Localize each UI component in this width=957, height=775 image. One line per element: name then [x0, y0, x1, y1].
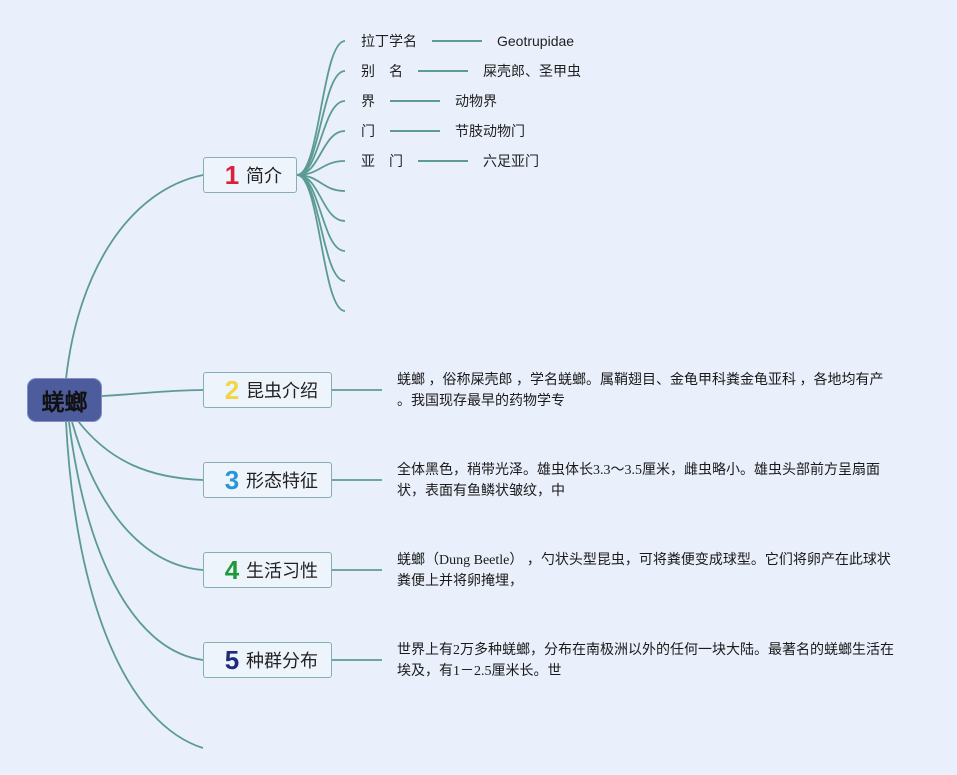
topic-label: 生活习性	[246, 561, 318, 581]
text-line: 全体黑色，稍带光泽。雄虫体长3.3～3.5厘米，雌虫略小。雄虫头部前方呈扇面	[397, 463, 880, 478]
topic-node-insect-intro[interactable]: 2 昆虫介绍	[203, 372, 332, 408]
subtopic-subphylum[interactable]: 亚 门 六足亚门	[361, 151, 539, 171]
subtopic-key: 界	[361, 93, 375, 109]
subtopic-connector-line	[432, 40, 482, 42]
topic-text-habits[interactable]: 蜣螂（Dung Beetle） ，勺状头型昆虫，可将粪便变成球型。它们将卵产在此…	[397, 550, 891, 592]
text-line: 。我国现存最早的药物学专	[397, 394, 565, 409]
topic-number-icon: 4	[224, 555, 240, 585]
topic-text-distribution[interactable]: 世界上有2万多种蜣螂，分布在南极洲以外的任何一块大陆。最著名的蜣螂生活在 埃及，…	[397, 640, 894, 682]
topic-number-icon: 5	[224, 645, 240, 675]
topic-node-habits[interactable]: 4 生活习性	[203, 552, 332, 588]
topic-node-intro[interactable]: 1 简介	[203, 157, 297, 193]
topic-label: 简介	[246, 166, 282, 186]
text-line: 埃及，有1－2.5厘米长。世	[397, 664, 562, 679]
subtopic-value: 屎壳郎、圣甲虫	[483, 63, 581, 79]
subtopic-latin-name[interactable]: 拉丁学名 Geotrupidae	[361, 31, 574, 51]
central-topic-label: 蜣螂	[41, 389, 88, 415]
subtopic-connector-line	[418, 70, 468, 72]
subtopic-branch-line	[296, 100, 346, 176]
text-line: 世界上有2万多种蜣螂，分布在南极洲以外的任何一块大陆。最著名的蜣螂生活在	[397, 643, 894, 658]
connector-central-to-topic-2	[101, 389, 204, 397]
subtopic-connector-line	[390, 130, 440, 132]
topic-number-icon: 3	[224, 465, 240, 495]
text-line: 蜣螂 ，俗称屎壳郎 ，学名蜣螂。属鞘翅目、金龟甲科粪金龟亚科 ，各地均有产	[397, 373, 884, 388]
subtopic-phylum[interactable]: 门 节肢动物门	[361, 121, 525, 141]
subtopic-key: 亚 门	[361, 153, 403, 169]
text-line: 粪便上并将卵掩埋，	[397, 574, 523, 589]
text-line: 蜣螂（Dung Beetle） ，勺状头型昆虫，可将粪便变成球型。它们将卵产在此…	[397, 553, 891, 568]
topic-text-insect-intro[interactable]: 蜣螂 ，俗称屎壳郎 ，学名蜣螂。属鞘翅目、金龟甲科粪金龟亚科 ，各地均有产 。我…	[397, 370, 884, 412]
subtopic-branch-line	[296, 40, 346, 176]
subtopic-kingdom[interactable]: 界 动物界	[361, 91, 497, 111]
subtopic-connector-line	[390, 100, 440, 102]
subtopic-value: 动物界	[455, 93, 497, 109]
subtopic-branch-line	[296, 70, 346, 176]
connector-central-to-empty-topic	[65, 421, 204, 749]
subtopic-branch-line	[296, 174, 346, 312]
subtopic-key: 门	[361, 123, 375, 139]
topic-node-distribution[interactable]: 5 种群分布	[203, 642, 332, 678]
topic-node-morphology[interactable]: 3 形态特征	[203, 462, 332, 498]
topic-text-morphology[interactable]: 全体黑色，稍带光泽。雄虫体长3.3～3.5厘米，雌虫略小。雄虫头部前方呈扇面 状…	[397, 460, 880, 502]
subtopic-alias[interactable]: 别 名 屎壳郎、圣甲虫	[361, 61, 581, 81]
connector-central-to-topic-1	[65, 174, 204, 380]
subtopic-connector-line	[418, 160, 468, 162]
topic-label: 种群分布	[246, 651, 318, 671]
connector-central-to-topic-4	[71, 421, 204, 571]
subtopic-value: 节肢动物门	[455, 123, 525, 139]
topic-label: 形态特征	[246, 471, 318, 491]
central-topic[interactable]: 蜣螂	[27, 378, 102, 422]
connector-central-to-topic-3	[77, 420, 204, 481]
subtopic-key: 拉丁学名	[361, 33, 417, 49]
topic-number-icon: 2	[224, 375, 240, 405]
topic-number-icon: 1	[224, 160, 240, 190]
subtopic-key: 别 名	[361, 63, 403, 79]
topic-label: 昆虫介绍	[246, 381, 318, 401]
text-line: 状，表面有鱼鳞状皱纹，中	[397, 484, 565, 499]
connector-central-to-topic-5	[68, 421, 204, 661]
subtopic-value: 六足亚门	[483, 153, 539, 169]
subtopic-value: Geotrupidae	[497, 33, 575, 49]
